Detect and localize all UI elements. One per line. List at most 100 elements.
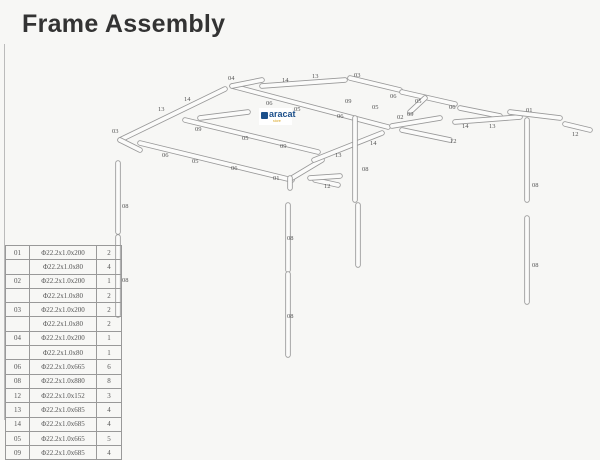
part-label: 14 bbox=[184, 96, 191, 103]
part-spec: Φ22.2x1.0x200 bbox=[29, 330, 97, 347]
logo-icon bbox=[261, 112, 268, 119]
part-label: 08 bbox=[287, 313, 294, 320]
part-id: 14 bbox=[5, 416, 30, 432]
part-spec: Φ22.2x1.0x80 bbox=[29, 345, 97, 361]
part-label: 06 bbox=[337, 113, 344, 120]
part-spec: Φ22.2x1.0x152 bbox=[29, 387, 97, 404]
part-spec: Φ22.2x1.0x200 bbox=[29, 273, 97, 289]
part-label: 06 bbox=[162, 152, 169, 159]
part-label: 09 bbox=[280, 143, 287, 150]
pipe bbox=[508, 110, 562, 120]
pipe bbox=[348, 76, 402, 92]
part-label: 12 bbox=[450, 138, 457, 145]
part-label: 13 bbox=[335, 152, 342, 159]
part-label: 05 bbox=[242, 135, 249, 142]
part-label: 03 bbox=[354, 72, 361, 79]
part-spec: Φ22.2x1.0x200 bbox=[29, 302, 97, 318]
part-spec: Φ22.2x1.0x80 bbox=[29, 316, 97, 332]
scan-edge-line bbox=[4, 44, 5, 420]
part-qty: 2 bbox=[96, 244, 122, 261]
part-id: 05 bbox=[5, 430, 30, 447]
pipe bbox=[400, 128, 452, 142]
part-label: 13 bbox=[489, 123, 496, 130]
part-qty: 4 bbox=[96, 416, 122, 432]
part-label: 08 bbox=[532, 262, 539, 269]
part-label: 08 bbox=[287, 235, 294, 242]
part-qty: 1 bbox=[96, 345, 122, 361]
pipe bbox=[400, 90, 457, 106]
part-label: 05 bbox=[415, 98, 422, 105]
pipe bbox=[312, 131, 384, 162]
part-spec: Φ22.2x1.0x665 bbox=[29, 359, 97, 375]
part-label: 09 bbox=[345, 98, 352, 105]
part-id: 09 bbox=[5, 445, 30, 460]
part-label: 12 bbox=[324, 183, 331, 190]
pipe bbox=[458, 106, 502, 118]
part-qty: 4 bbox=[96, 259, 122, 275]
part-label: 09 bbox=[407, 111, 414, 118]
part-qty: 1 bbox=[96, 273, 122, 289]
pipes bbox=[115, 75, 593, 358]
part-qty: 6 bbox=[96, 359, 122, 375]
pipe bbox=[313, 178, 340, 187]
part-label: 05 bbox=[192, 158, 199, 165]
part-id: 08 bbox=[5, 373, 30, 389]
part-spec: Φ22.2x1.0x665 bbox=[29, 430, 97, 447]
pipe bbox=[118, 87, 227, 142]
part-label: 14 bbox=[462, 123, 469, 130]
brand-logo: aracat store bbox=[259, 108, 296, 125]
part-label: 08 bbox=[532, 182, 539, 189]
part-spec: Φ22.2x1.0x80 bbox=[29, 259, 97, 275]
page-title: Frame Assembly bbox=[22, 10, 226, 38]
part-label: 02 bbox=[397, 114, 404, 121]
part-label: 01 bbox=[526, 107, 533, 114]
pipe bbox=[563, 122, 592, 132]
part-label: 04 bbox=[228, 75, 235, 82]
part-spec: Φ22.2x1.0x685 bbox=[29, 402, 97, 418]
part-qty: 4 bbox=[96, 445, 122, 460]
part-spec: Φ22.2x1.0x880 bbox=[29, 373, 97, 389]
part-label: 09 bbox=[195, 126, 202, 133]
pipe bbox=[230, 84, 390, 129]
part-label: 06 bbox=[390, 93, 397, 100]
pipe bbox=[138, 141, 294, 182]
part-id: 13 bbox=[5, 402, 30, 418]
part-label: 05 bbox=[372, 104, 379, 111]
part-qty: 3 bbox=[96, 387, 122, 404]
part-label: 01 bbox=[273, 175, 280, 182]
part-qty: 2 bbox=[96, 316, 122, 332]
pipe bbox=[308, 174, 342, 180]
part-qty: 5 bbox=[96, 430, 122, 447]
part-label: 14 bbox=[370, 140, 377, 147]
part-label: 05 bbox=[294, 106, 301, 113]
pipe bbox=[118, 138, 142, 152]
part-label: 08 bbox=[362, 166, 369, 173]
pipe bbox=[198, 110, 250, 120]
part-id: 01 bbox=[5, 244, 30, 261]
part-label: 13 bbox=[312, 73, 319, 80]
part-id bbox=[5, 316, 30, 332]
part-id: 06 bbox=[5, 359, 30, 375]
pipe bbox=[183, 118, 320, 154]
part-label: 06 bbox=[266, 100, 273, 107]
part-id bbox=[5, 345, 30, 361]
part-id: 12 bbox=[5, 387, 30, 404]
part-label: 13 bbox=[158, 106, 165, 113]
part-spec: Φ22.2x1.0x80 bbox=[29, 287, 97, 304]
pipe bbox=[453, 115, 522, 124]
part-label: 08 bbox=[122, 203, 129, 210]
part-label: 06 bbox=[449, 104, 456, 111]
